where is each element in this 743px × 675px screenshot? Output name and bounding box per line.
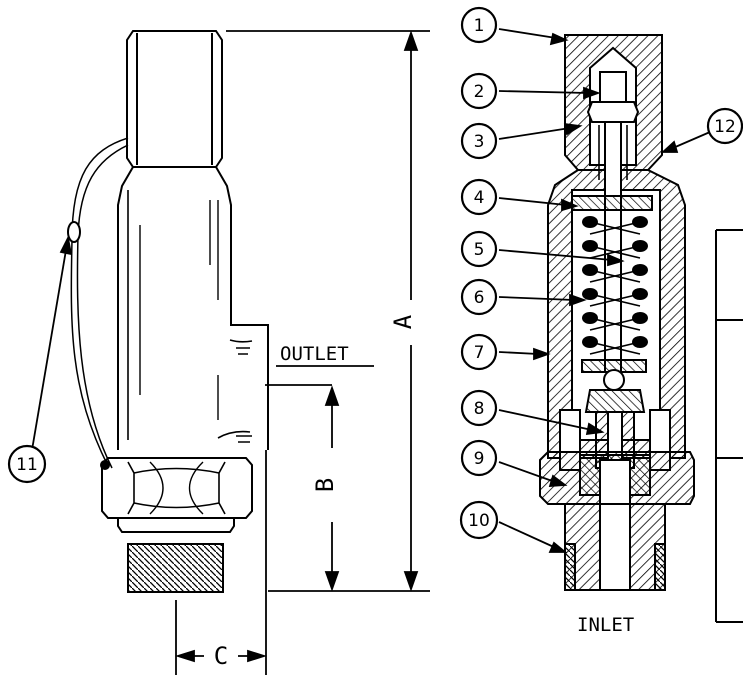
callout-5: 5 <box>460 230 498 268</box>
callout-7-label: 7 <box>474 343 485 363</box>
exterior-view <box>67 30 269 593</box>
callout-3-label: 3 <box>474 132 485 152</box>
callout-8-label: 8 <box>474 399 485 419</box>
callout-2: 2 <box>460 72 498 110</box>
base-hex <box>101 457 253 519</box>
callout-6-label: 6 <box>474 288 485 308</box>
callout-6: 6 <box>460 278 498 316</box>
inlet-label: INLET <box>577 614 634 636</box>
callout-3: 3 <box>460 122 498 160</box>
callout-12: 12 <box>706 107 743 145</box>
leader-lines <box>31 28 711 553</box>
callout-12-label: 12 <box>714 117 736 137</box>
callout-1: 1 <box>460 6 498 44</box>
inlet-thread <box>127 543 224 593</box>
callout-5-label: 5 <box>474 240 485 260</box>
callout-2-label: 2 <box>474 82 485 102</box>
callout-4: 4 <box>460 178 498 216</box>
title-block <box>715 229 743 623</box>
callout-8: 8 <box>460 389 498 427</box>
callout-balloons: 1 2 3 4 5 6 7 8 9 10 11 12 <box>7 6 743 540</box>
section-view <box>539 34 695 591</box>
callout-4-label: 4 <box>474 188 485 208</box>
dimension-b-label: B <box>311 478 339 492</box>
callout-1-label: 1 <box>474 16 485 36</box>
callout-11-label: 11 <box>16 455 38 475</box>
callout-9-label: 9 <box>474 449 485 469</box>
dimension-a-label: A <box>389 314 417 329</box>
cap-hex <box>126 30 223 168</box>
callout-11: 11 <box>7 444 47 484</box>
dimension-c-label: C <box>214 642 228 670</box>
dimensions <box>174 30 430 675</box>
body <box>117 166 269 450</box>
callout-9: 9 <box>460 439 498 477</box>
callout-7: 7 <box>460 333 498 371</box>
seal-wire <box>70 137 129 467</box>
seal-lead <box>67 221 81 243</box>
callout-10: 10 <box>459 500 499 540</box>
outlet-label: OUTLET <box>280 343 349 365</box>
callout-10-label: 10 <box>468 511 490 531</box>
